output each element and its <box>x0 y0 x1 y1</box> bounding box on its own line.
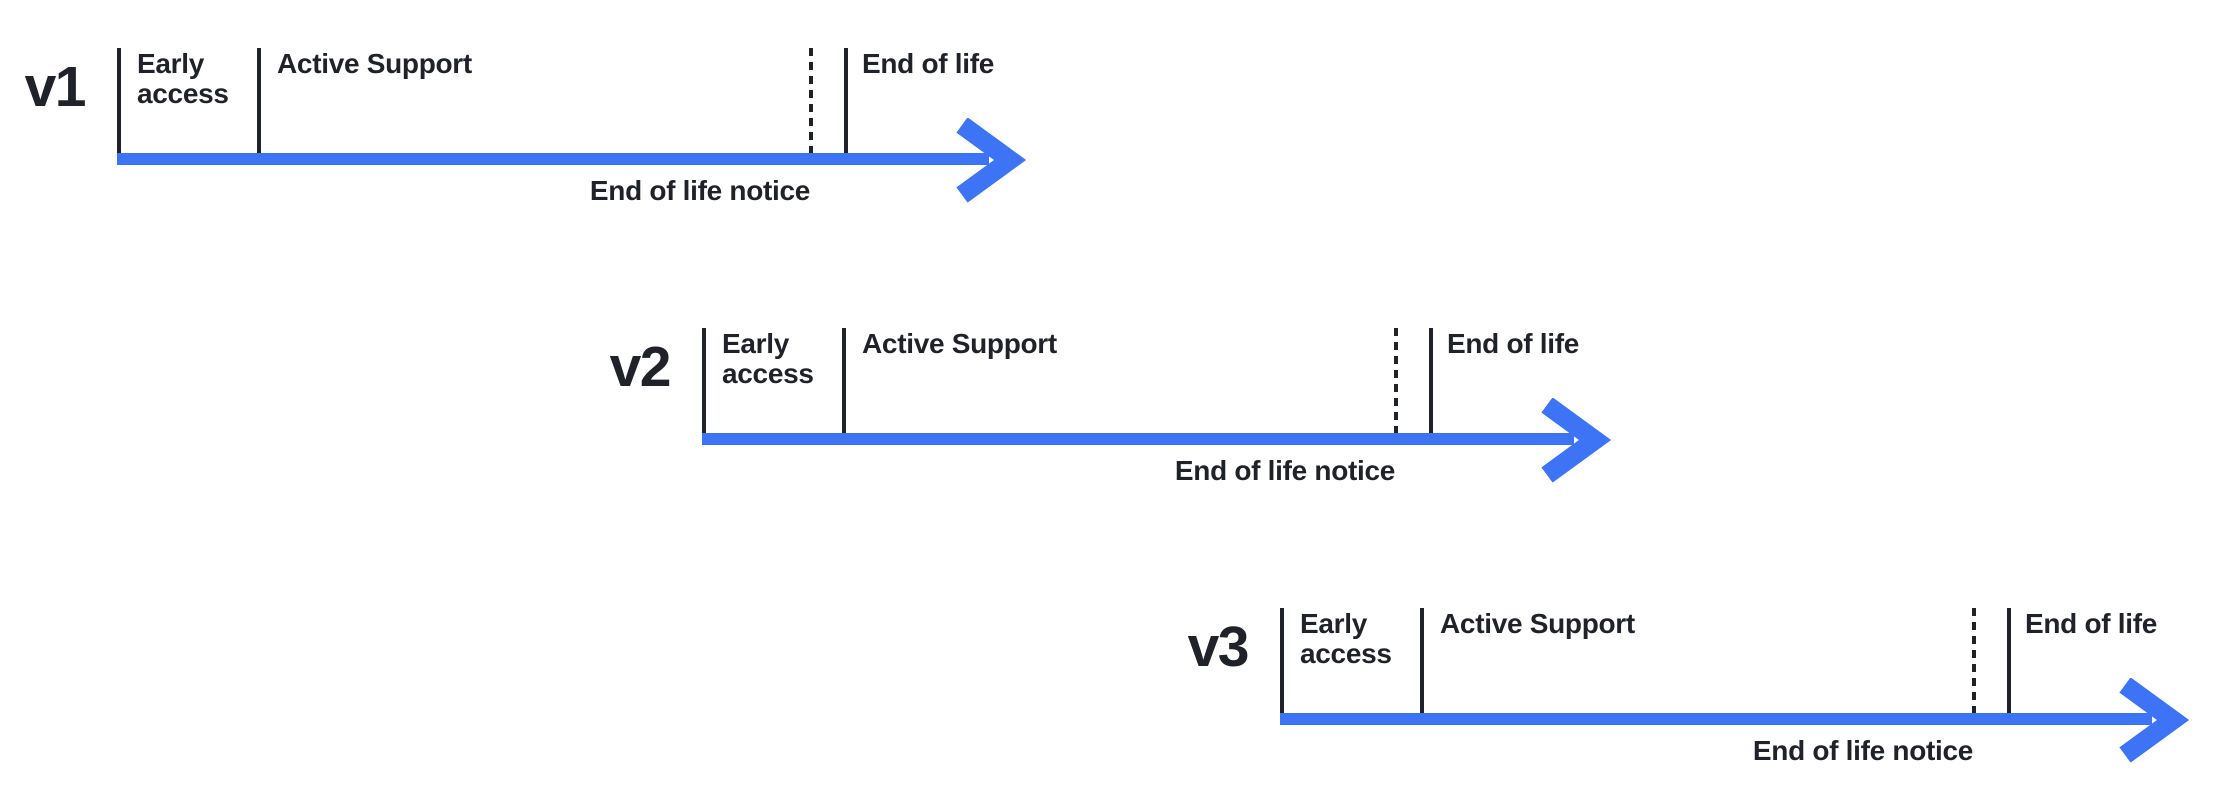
end-of-life-label: End of life <box>2025 608 2158 639</box>
arrow-shaft <box>117 153 989 165</box>
end-of-life-label: End of life <box>1447 328 1580 359</box>
version-label-v3: v3 <box>1187 615 1250 679</box>
early-access-start-tick <box>1280 608 1284 713</box>
active-support-label: Active Support <box>277 48 472 79</box>
timeline-row-v3: v3 Early access Active Support End of li… <box>1188 608 2228 778</box>
end-of-life-notice-label: End of life notice <box>1174 455 1396 486</box>
early-access-start-tick <box>117 48 121 153</box>
arrow-head-icon <box>956 118 1027 203</box>
arrow-shaft <box>1280 713 2152 725</box>
early-access-label: Early access <box>137 48 229 109</box>
arrow-head-icon <box>1541 398 1612 483</box>
timeline-row-v2: v2 Early access Active Support End of li… <box>610 328 1662 498</box>
end-of-life-notice-label: End of life notice <box>589 175 811 206</box>
active-support-start-tick <box>842 328 846 433</box>
timeline-arrow <box>1280 678 2190 763</box>
active-support-label: Active Support <box>862 328 1057 359</box>
end-of-life-tick <box>2007 608 2011 713</box>
early-access-start-tick <box>702 328 706 433</box>
eol-notice-dashed-tick <box>1972 608 1976 713</box>
timeline-arrow <box>117 118 1027 203</box>
arrow-shaft <box>702 433 1574 445</box>
version-label-v2: v2 <box>609 335 672 399</box>
arrow-head-icon <box>2119 678 2190 763</box>
active-support-start-tick <box>257 48 261 153</box>
version-label-v1: v1 <box>24 55 87 119</box>
early-access-label: Early access <box>722 328 814 389</box>
end-of-life-tick <box>844 48 848 153</box>
active-support-label: Active Support <box>1440 608 1635 639</box>
end-of-life-tick <box>1429 328 1433 433</box>
end-of-life-notice-label: End of life notice <box>1752 735 1974 766</box>
active-support-start-tick <box>1420 608 1424 713</box>
end-of-life-label: End of life <box>862 48 995 79</box>
timeline-row-v1: v1 Early access Active Support End of li… <box>25 48 1077 218</box>
timeline-arrow <box>702 398 1612 483</box>
eol-notice-dashed-tick <box>809 48 813 153</box>
early-access-label: Early access <box>1300 608 1392 669</box>
eol-notice-dashed-tick <box>1394 328 1398 433</box>
